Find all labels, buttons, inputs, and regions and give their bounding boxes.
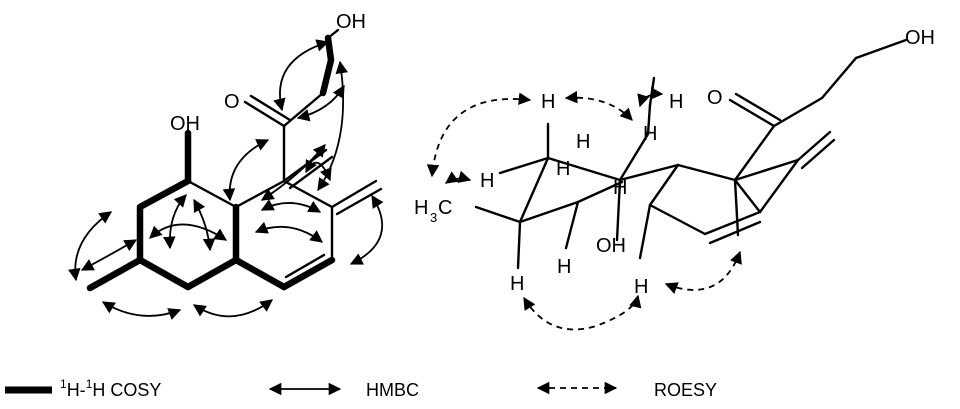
right-oh-top: OH [905,27,935,49]
hmbc-legend-label: HMBC [366,380,419,400]
left-oh-ring: OH [170,113,200,135]
h-atom-6: H [556,158,570,180]
left-structure: OH O OH [68,11,384,320]
h-atom-2: H [669,91,683,113]
h-atom-8: H [557,256,571,278]
legend-cosy: 1H-1H COSY [5,377,161,400]
legend-roesy: ROESY [536,380,717,400]
hmbc-arrows [68,39,384,320]
h-atom-9: H [510,273,524,295]
h-atom-1: H [541,91,555,113]
cosy-bonds [86,34,336,292]
right-oh-ring: OH [596,235,626,257]
left-oh-top: OH [336,11,366,33]
cosy-legend-label: 1H-1H COSY [60,377,161,400]
skeleton-bonds [186,28,383,279]
methyl-h: H [414,197,428,219]
methyl-label: H 3 C [414,197,452,225]
methyl-subscript: 3 [430,210,437,225]
roesy-arrows [426,87,742,331]
right-skeleton-bonds [474,38,908,270]
left-ketone-o: O [224,91,240,113]
h-atom-3: H [643,123,657,145]
h-atom-7: H [613,177,627,199]
right-structure: OH O OH H 3 C H H H H H H H H H H [414,27,935,331]
h-atom-4: H [576,131,590,153]
legend: 1H-1H COSY HMBC ROESY [5,377,717,400]
legend-hmbc: HMBC [268,380,419,400]
roesy-legend-label: ROESY [654,380,717,400]
right-ketone-o: O [707,87,723,109]
h-atom-10: H [634,276,648,298]
methyl-c: C [438,197,452,219]
h-atom-5: H [480,170,494,192]
